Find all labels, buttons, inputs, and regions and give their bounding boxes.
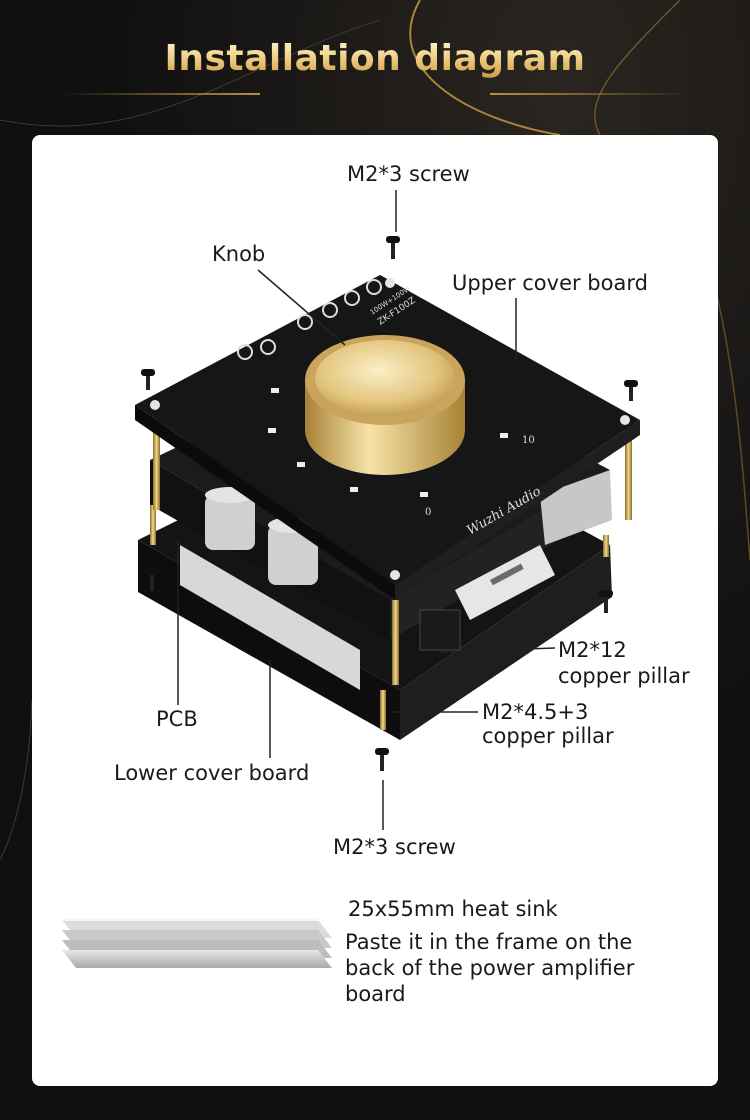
- pillar-45-label-line1: M2*4.5+3: [482, 700, 589, 724]
- pcb-label: PCB: [156, 707, 198, 731]
- title-rule-right: [490, 93, 690, 95]
- copper-pillars-short: [150, 505, 609, 730]
- title-rule-left: [60, 93, 260, 95]
- pillar-12-label-line2: copper pillar: [558, 664, 690, 688]
- board-mark-ten: 10: [522, 435, 535, 446]
- knob-label: Knob: [212, 242, 266, 266]
- heat-sink-desc-line1: Paste it in the frame on the: [345, 930, 633, 954]
- page-title: Installation diagram: [0, 38, 750, 79]
- lower-cover-label: Lower cover board: [114, 761, 310, 785]
- board-mark-zero: 0: [425, 507, 431, 518]
- screws: [141, 236, 638, 771]
- callout-lines: [177, 190, 556, 830]
- pillar-12-label-line1: M2*12: [558, 638, 627, 662]
- pillar-45-label-line2: copper pillar: [482, 724, 614, 748]
- heat-sink-desc-line3: board: [345, 982, 406, 1006]
- bottom-screw-label: M2*3 screw: [333, 835, 456, 859]
- upper-cover-board: 0 10 Wuzhi Audio ZK-F100Z 100W+100W: [135, 275, 640, 600]
- heat-sink-desc-line2: back of the power amplifier: [345, 956, 635, 980]
- copper-pillars-long: [153, 420, 632, 685]
- upper-cover-label: Upper cover board: [452, 271, 648, 295]
- top-screw-label: M2*3 screw: [347, 162, 470, 186]
- volume-knob: [305, 335, 465, 475]
- heat-sink-image: [62, 919, 332, 968]
- heat-sink-title: 25x55mm heat sink: [348, 897, 558, 921]
